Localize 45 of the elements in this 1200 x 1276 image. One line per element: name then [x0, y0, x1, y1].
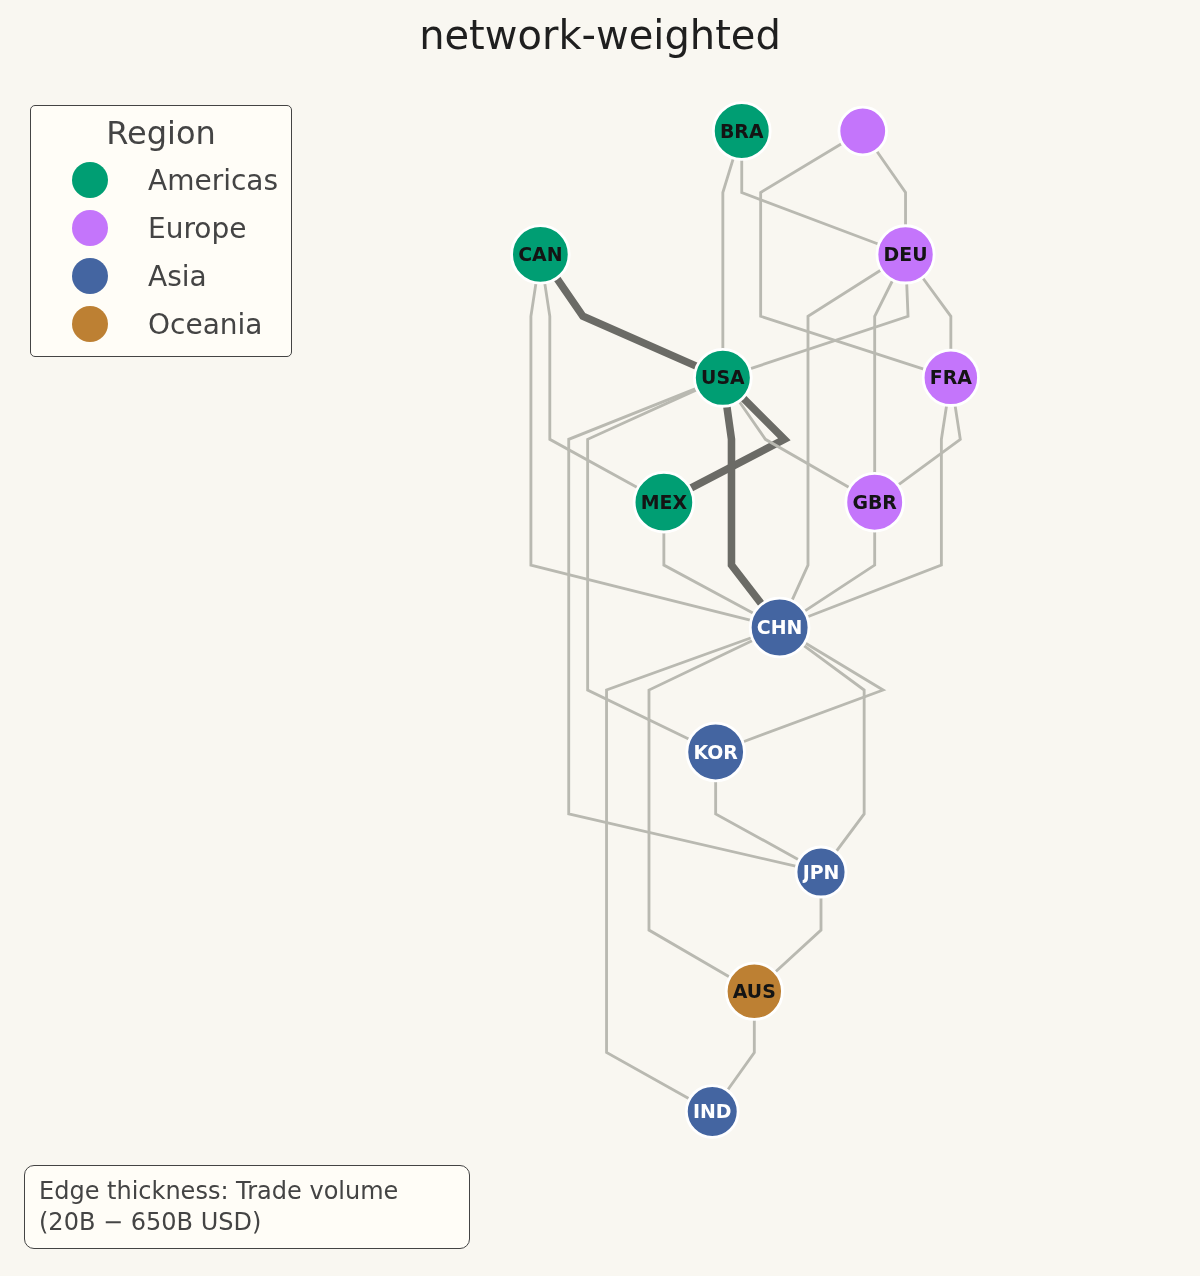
connector-line	[553, 276, 699, 370]
circle-node: IND	[684, 1084, 740, 1139]
connector-line	[774, 897, 823, 974]
circle-node: GBR	[844, 471, 905, 533]
legend-label: Asia	[148, 259, 207, 293]
connector-line	[802, 643, 866, 853]
connector-line	[688, 395, 791, 492]
legend-label: Oceania	[148, 307, 263, 341]
connector-line	[543, 282, 639, 490]
connector-line	[567, 387, 797, 868]
connector-line	[721, 157, 735, 350]
connector-line	[586, 388, 698, 741]
circle-node: FRA	[921, 348, 980, 407]
circle-node: CAN	[510, 224, 571, 285]
circle-node: CHN	[748, 596, 811, 659]
connector-line	[726, 1019, 756, 1092]
connector-line	[921, 276, 953, 351]
circle-node: USA	[692, 347, 753, 408]
connector-line	[662, 532, 755, 615]
connector-line	[873, 279, 894, 474]
circle-node	[837, 105, 888, 157]
connector-line	[647, 638, 754, 979]
legend-label: Europe	[148, 211, 247, 245]
circle-node: BRA	[711, 101, 772, 161]
connector-line	[759, 142, 925, 371]
annotation-note: Edge thickness: Trade volume (20B − 650B USD)	[24, 1165, 470, 1250]
chart-title: network-weighted	[419, 12, 781, 58]
connector-line	[529, 282, 752, 622]
legend-title: Region	[106, 114, 216, 152]
connector-line	[737, 400, 851, 490]
connector-line	[790, 268, 883, 602]
connector-line	[714, 780, 800, 862]
connector-line	[723, 405, 765, 607]
circle-node: DEU	[875, 224, 936, 285]
connector-line	[875, 150, 907, 226]
circle-node: MEX	[632, 471, 695, 534]
connector-line	[803, 531, 877, 613]
circle-node: AUS	[724, 961, 784, 1021]
circle-node: KOR	[685, 721, 746, 783]
connector-line	[806, 404, 948, 619]
legend-label: Americas	[148, 163, 279, 197]
connector-line	[749, 282, 910, 371]
connector-line	[740, 159, 880, 246]
connector-line	[605, 636, 753, 1101]
connector-line	[742, 641, 887, 744]
